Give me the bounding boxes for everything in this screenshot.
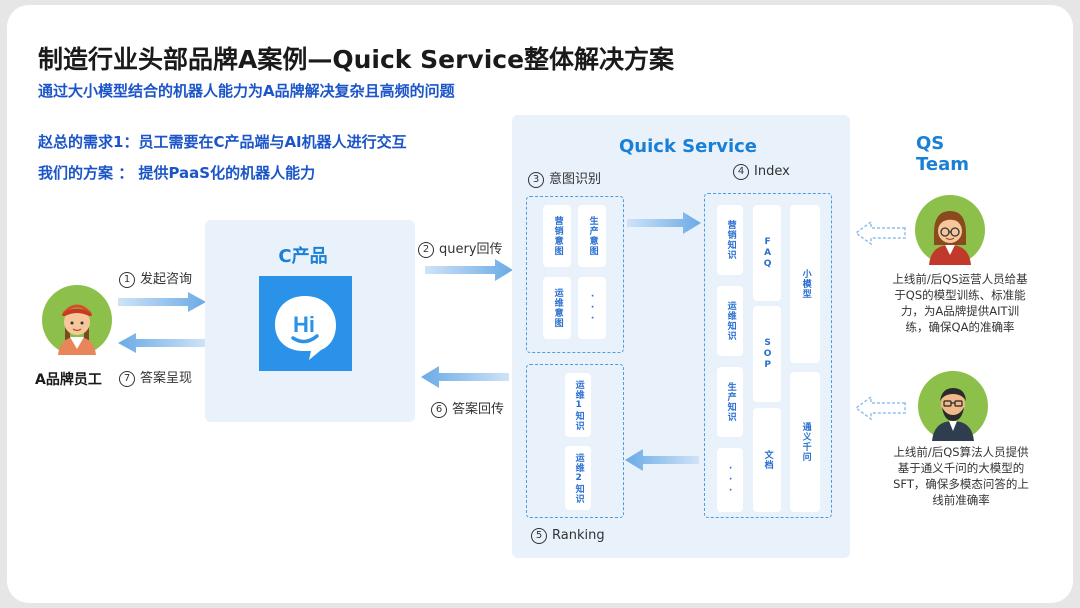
step-5: 5 Ranking	[531, 528, 605, 544]
step-4-number: 4	[733, 164, 749, 180]
ranking-chip: 运维1知识	[565, 373, 591, 437]
arrow-left-icon	[855, 220, 906, 246]
operations-person-icon	[915, 195, 985, 265]
intent-chip: 营销意图	[543, 205, 571, 267]
step-3-number: 3	[528, 172, 544, 188]
intent-box	[526, 196, 624, 353]
index-knowledge-chip: ···	[717, 448, 743, 512]
qs-team-title: QS Team	[916, 133, 969, 175]
step-7-number: 7	[119, 371, 135, 387]
step-4: 4 Index	[733, 164, 790, 180]
qs-algo-note: 上线前/后QS算法人员提供基于通义千问的大模型的SFT，确保多模态问答的上线前准…	[893, 445, 1029, 507]
chat-bubble-icon: Hi	[275, 296, 336, 360]
engineer-person-icon	[918, 371, 988, 441]
qs-ops-avatar	[915, 195, 985, 265]
arrow-left-icon	[118, 333, 206, 353]
step-5-number: 5	[531, 528, 547, 544]
c-product-title: C产品	[278, 246, 328, 267]
ranking-box	[526, 364, 624, 518]
step-4-label: Index	[754, 164, 790, 179]
step-3-label: 意图识别	[549, 172, 602, 187]
qs-team-title-line1: QS	[916, 133, 945, 154]
employee-avatar	[42, 285, 112, 355]
step-2-number: 2	[418, 242, 434, 258]
qs-algo-avatar	[918, 371, 988, 441]
intent-chip: 生产意图	[578, 205, 606, 267]
arrow-left-icon	[855, 395, 906, 421]
page-subtitle: 通过大小模型结合的机器人能力为A品牌解决复杂且高频的问题	[38, 82, 455, 100]
step-6-label: 答案回传	[452, 402, 505, 417]
step-1-label: 发起咨询	[140, 272, 193, 287]
step-2: 2 query回传	[418, 238, 503, 258]
step-6-number: 6	[431, 402, 447, 418]
index-knowledge-chip: 营销知识	[717, 205, 743, 275]
quick-service-title: Quick Service	[618, 136, 758, 157]
c-product-logo: Hi	[259, 276, 352, 371]
step-7: 7 答案呈现	[119, 367, 192, 387]
index-knowledge-chip: 运维知识	[717, 286, 743, 356]
index-model-chip: 通义千问	[790, 372, 820, 512]
step-3: 3 意图识别	[528, 168, 601, 188]
step-6: 6 答案回传	[431, 398, 504, 418]
index-source-chip: 文档	[753, 408, 781, 512]
requirement-text: 赵总的需求1：员工需要在C产品端与AI机器人进行交互	[38, 133, 407, 151]
logo-text: Hi	[293, 312, 315, 337]
step-1-number: 1	[119, 272, 135, 288]
employee-label: A品牌员工	[35, 372, 102, 388]
index-knowledge-chip: 生产知识	[717, 367, 743, 437]
step-7-label: 答案呈现	[140, 371, 193, 386]
index-source-chip: FAQ	[753, 205, 781, 301]
intent-chip: 运维意图	[543, 277, 571, 339]
step-2-label: query回传	[439, 242, 503, 257]
ranking-chip: 运维2知识	[565, 446, 591, 510]
solution-text: 我们的方案 ： 提供PaaS化的机器人能力	[38, 164, 316, 182]
arrow-right-icon	[425, 259, 513, 281]
qs-team-title-line2: Team	[916, 154, 969, 175]
employee-avatar-icon	[42, 285, 112, 355]
arrow-right-icon	[118, 292, 206, 312]
arrow-right-icon	[627, 212, 701, 234]
intent-chip: ···	[578, 277, 606, 339]
step-5-label: Ranking	[552, 528, 605, 543]
arrow-left-icon	[421, 366, 509, 388]
qs-ops-note: 上线前/后QS运营人员给基于QS的模型训练、标准能力，为A品牌提供AIT训练，确…	[892, 272, 1028, 334]
page-title: 制造行业头部品牌A案例—Quick Service整体解决方案	[38, 45, 675, 74]
step-1: 1 发起咨询	[119, 268, 192, 288]
index-box	[704, 193, 832, 518]
index-source-chip: SOP	[753, 306, 781, 402]
index-model-chip: 小模型	[790, 205, 820, 363]
arrow-left-icon	[625, 449, 699, 471]
